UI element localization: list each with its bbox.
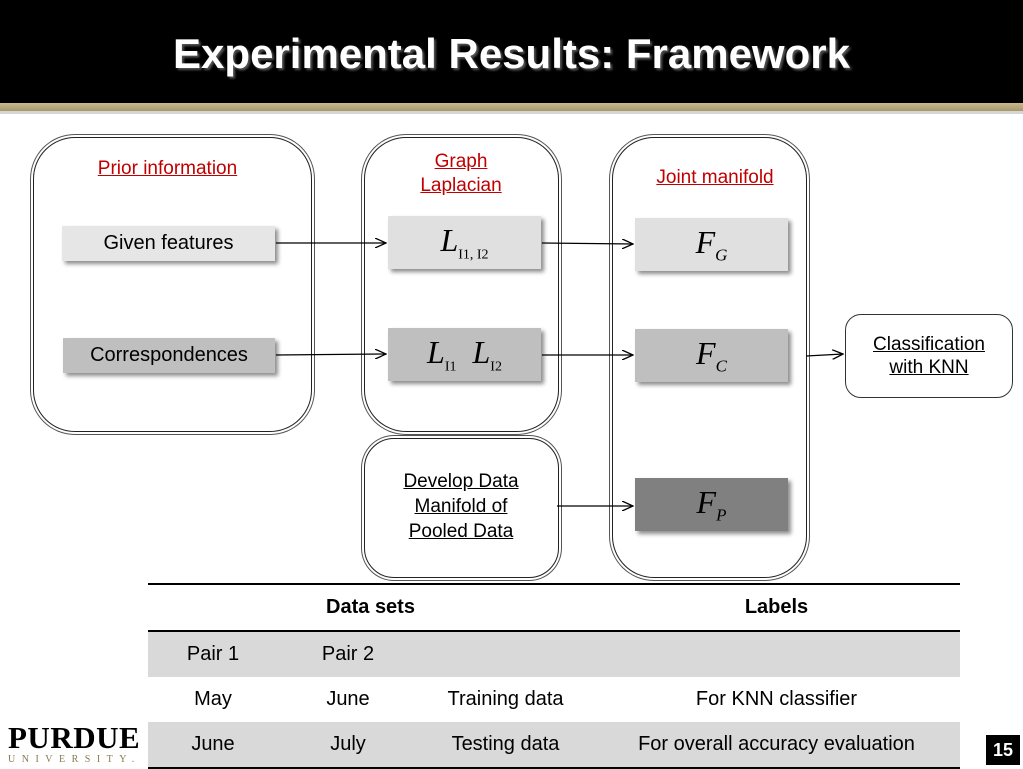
given-features-text: Given features: [103, 232, 234, 254]
table-cell: June: [148, 722, 278, 769]
separate-laplacian-symbol: LI1 LI2: [427, 333, 502, 375]
joint-manifold-label: Joint manifold: [656, 167, 774, 188]
table-cell: Pair 1: [148, 631, 278, 677]
slide-title: Experimental Results: Framework: [173, 30, 850, 77]
correspondences-text: Correspondences: [90, 344, 248, 366]
header-divider: [0, 111, 1023, 114]
joint-laplacian-subscript: I1, I2: [458, 247, 489, 263]
pooled-data-text-area: Develop Data Manifold of Pooled Data: [378, 462, 544, 550]
classification-line1: Classification: [873, 334, 985, 355]
graph-laplacian-label-line2: Laplacian: [420, 175, 502, 196]
fp-box: FP: [635, 478, 788, 531]
arrow-laplacian-to-fg: [541, 243, 633, 244]
pooled-line1: Develop Data: [403, 470, 519, 492]
header-data-sets: Data sets: [148, 583, 593, 632]
pooled-line3: Pooled Data: [408, 520, 514, 542]
pooled-line2: Manifold of: [414, 495, 508, 517]
table-cell: [418, 631, 593, 677]
table-cell: For KNN classifier: [695, 688, 858, 710]
classification-box: Classification with KNN: [845, 314, 1013, 398]
joint-laplacian-symbol: LI1, I2: [440, 221, 489, 263]
table-cell: June: [326, 688, 370, 710]
fg-box: FG: [635, 218, 788, 271]
table-cell: May: [194, 688, 232, 710]
table-cell: July: [278, 722, 418, 769]
table-cell: Testing data: [418, 722, 593, 769]
table-header-row: Data sets Labels: [148, 583, 960, 632]
classification-line2: with KNN: [889, 357, 969, 378]
graph-laplacian-label: Graph Laplacian: [380, 150, 542, 198]
fp-symbol: FP: [696, 483, 727, 525]
purdue-logo-subtitle: UNIVERSITY.: [8, 754, 141, 765]
joint-manifold-group: [612, 137, 807, 578]
table-cell: [593, 631, 960, 677]
correspondences-box: Correspondences: [63, 338, 275, 373]
header-labels: Labels: [593, 583, 960, 632]
table-row: June July Testing data For overall accur…: [148, 722, 960, 769]
graph-laplacian-label-line1: Graph: [434, 151, 488, 172]
arrow-corr-to-laplacian: [275, 354, 386, 355]
results-table: Data sets Labels Pair 1 Pair 2 May June …: [148, 583, 960, 769]
table-cell: For overall accuracy evaluation: [593, 722, 960, 769]
prior-information-label: Prior information: [97, 158, 238, 179]
pooled-data-group: [364, 438, 559, 578]
fc-symbol: FC: [696, 334, 727, 376]
joint-laplacian-box: LI1, I2: [388, 216, 541, 269]
fc-box: FC: [635, 329, 788, 382]
arrow-manifold-to-classification: [805, 354, 843, 356]
separate-laplacian-box: LI1 LI2: [388, 328, 541, 381]
prior-information-group: [33, 137, 312, 432]
table-row: May June Training data For KNN classifie…: [148, 677, 960, 722]
title-bar: Experimental Results: Framework: [0, 0, 1023, 103]
graph-laplacian-group: [364, 137, 559, 432]
table-cell: Pair 2: [278, 631, 418, 677]
given-features-box: Given features: [62, 226, 275, 261]
purdue-logo: PURDUE: [8, 720, 141, 755]
header-accent-bar: [0, 103, 1023, 111]
fg-symbol: FG: [695, 223, 728, 265]
table-row: Pair 1 Pair 2: [148, 631, 960, 677]
page-number: 15: [986, 735, 1020, 765]
table-cell: Training data: [447, 688, 564, 710]
